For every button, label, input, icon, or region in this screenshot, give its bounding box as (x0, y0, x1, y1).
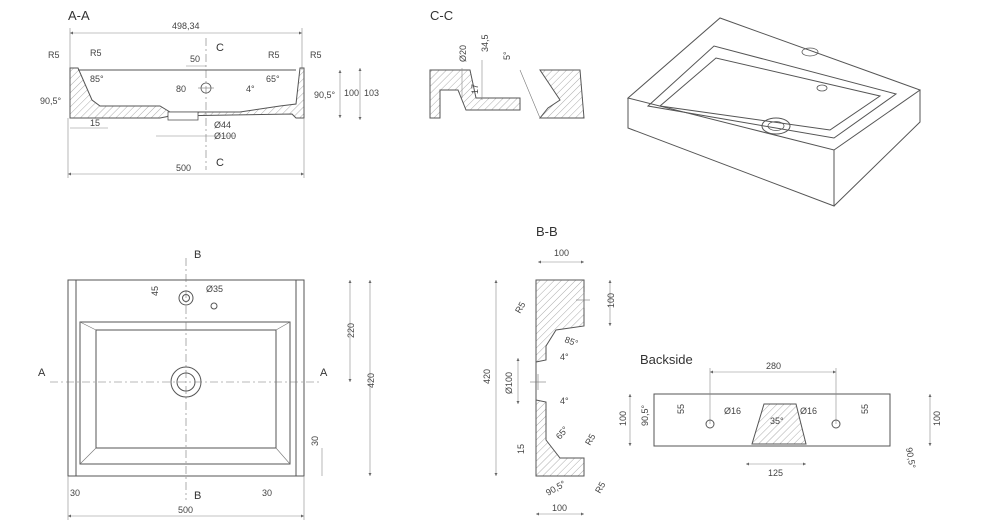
dim-100-back-left: 100 (618, 411, 628, 426)
angle-905-bb: 90,5° (544, 478, 568, 497)
r5-a: R5 (48, 50, 60, 60)
dim-420-bb: 420 (482, 369, 492, 384)
angle-65: 65° (266, 74, 280, 84)
angle-905-back-left: 90,5° (640, 404, 650, 426)
dim-100: 100 (344, 88, 359, 98)
angle-905-back-right: 90,5° (904, 447, 918, 470)
dim-45: 45 (150, 286, 160, 296)
angle-85-bb: 85° (563, 334, 580, 348)
dim-220: 220 (346, 323, 356, 338)
section-b-b: B-B 100 100 420 Ø100 R5 R5 R5 85° 4° 4° … (482, 224, 616, 516)
section-a-a-title: A-A (68, 8, 90, 23)
dim-80: 80 (176, 84, 186, 94)
dim-280: 280 (766, 361, 781, 371)
dim-d16-left: Ø16 (724, 406, 741, 416)
cut-a-right: A (320, 367, 328, 379)
angle-35: 35° (770, 416, 784, 426)
dim-420: 420 (366, 373, 376, 388)
section-c-c: C-C Ø20 34,5 5° 17 (429, 8, 585, 119)
cut-c-bottom: C (216, 157, 224, 169)
dim-103: 103 (364, 88, 379, 98)
cut-c-top: C (216, 42, 224, 54)
cut-b-top: B (194, 249, 201, 261)
dim-100-top: 100 (554, 248, 569, 258)
dim-d20: Ø20 (458, 45, 468, 62)
dim-30-right: 30 (262, 488, 272, 498)
dim-15-bb: 15 (516, 444, 526, 454)
dim-d35: Ø35 (206, 284, 223, 294)
dim-d100-mid: Ø100 (504, 372, 514, 394)
angle-85: 85° (90, 74, 104, 84)
dim-125: 125 (768, 468, 783, 478)
angle-4-a: 4° (560, 352, 569, 362)
backside-title: Backside (640, 352, 693, 367)
dim-17: 17 (470, 84, 480, 94)
dim-15: 15 (90, 118, 100, 128)
angle-4: 4° (246, 84, 255, 94)
r5-d: R5 (310, 50, 322, 60)
r5-b: R5 (90, 48, 102, 58)
dim-d16-right: Ø16 (800, 406, 817, 416)
angle-4-b: 4° (560, 396, 569, 406)
dim-500: 500 (176, 163, 191, 173)
dim-100-bottom: 100 (552, 503, 567, 513)
cut-b-bottom: B (194, 490, 201, 502)
angle-5: 5° (502, 51, 512, 60)
section-b-b-title: B-B (536, 224, 558, 239)
dim-100-back-right: 100 (932, 411, 942, 426)
dim-100-side: 100 (606, 293, 616, 308)
angle-905-right: 90,5° (314, 90, 336, 100)
r5-bb-a: R5 (513, 300, 527, 315)
dim-d44: Ø44 (214, 120, 231, 130)
backside-view: Backside 280 Ø16 Ø16 55 55 35° 125 100 1… (618, 352, 942, 478)
r5-bb-c: R5 (593, 480, 607, 495)
angle-905-left: 90,5° (40, 96, 62, 106)
r5-c: R5 (268, 50, 280, 60)
section-c-c-title: C-C (430, 8, 453, 23)
dim-50: 50 (190, 54, 200, 64)
plan-view: B B A A 45 Ø35 220 420 30 30 30 500 (38, 249, 376, 520)
isometric-view (626, 17, 922, 207)
dim-500-plan: 500 (178, 505, 193, 515)
dim-55-left: 55 (676, 404, 686, 414)
dim-30v: 30 (310, 436, 320, 446)
dim-30-left: 30 (70, 488, 80, 498)
dim-498: 498,34 (172, 21, 200, 31)
r5-bb-b: R5 (583, 432, 597, 447)
angle-65-bb: 65° (554, 424, 571, 441)
dim-55-right: 55 (860, 404, 870, 414)
cut-a-left: A (38, 367, 46, 379)
section-a-a: A-A 498,34 C C R5 R5 R5 R5 85° 65° 90,5°… (40, 8, 379, 178)
dim-345: 34,5 (480, 34, 490, 52)
